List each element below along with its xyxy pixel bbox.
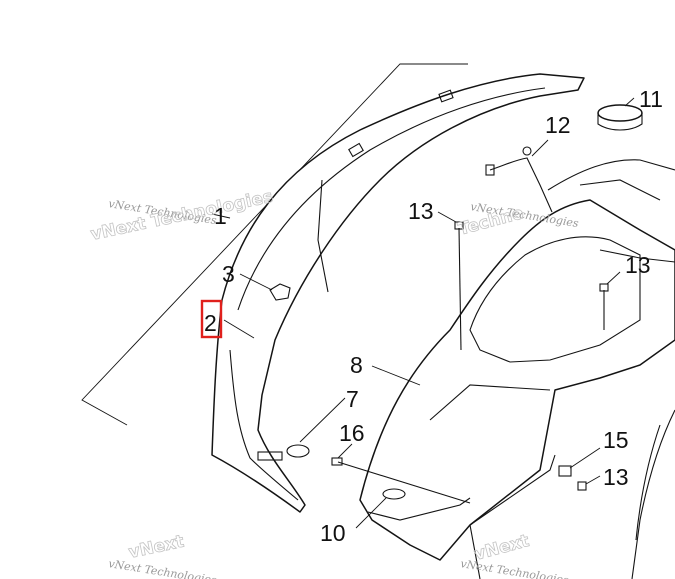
nose-cone-opening	[469, 236, 641, 363]
fill-cap-part-11	[597, 104, 643, 122]
panel-crease	[317, 179, 329, 293]
side-panel-part-2	[211, 73, 585, 513]
fill-cap-rim	[597, 113, 643, 131]
callout-2-highlight	[200, 299, 223, 339]
panel-fold-line	[229, 349, 299, 501]
leader-7	[299, 397, 346, 443]
leader-13b	[606, 271, 621, 285]
oval-grommet-part-7	[286, 444, 310, 458]
callout-10[interactable]: 10	[320, 520, 346, 546]
panel-clip-b	[438, 89, 454, 103]
rod-part-16	[337, 461, 471, 504]
watermark-bottom-left: vNext Technologies	[108, 557, 218, 579]
rod-end-16	[331, 457, 343, 466]
hood-frame	[547, 159, 675, 263]
harness-connector	[485, 164, 495, 176]
emblem-part-10	[382, 488, 406, 500]
panel-grommet-part-3	[269, 283, 291, 301]
watermark-large-bottom-left: vNext	[127, 532, 186, 563]
callout-12[interactable]: 12	[545, 112, 571, 138]
callout-16[interactable]: 16	[339, 420, 365, 446]
leader-16	[337, 443, 353, 459]
callout-13-lower[interactable]: 13	[603, 464, 629, 490]
lower-bracket	[469, 454, 556, 579]
leader-8	[371, 365, 421, 386]
assembly-bracket	[81, 63, 468, 426]
leader-1	[211, 213, 231, 219]
callout-15[interactable]: 15	[603, 427, 629, 453]
callout-7[interactable]: 7	[346, 386, 359, 412]
screw-head-13-right	[599, 283, 609, 292]
panel-clip-a	[348, 142, 364, 158]
leader-13a	[437, 211, 457, 223]
harness-plug	[522, 146, 532, 156]
callout-1[interactable]: 1	[214, 203, 227, 229]
callout-13-left[interactable]: 13	[408, 198, 434, 224]
callout-3[interactable]: 3	[222, 261, 235, 287]
side-trim-edge	[631, 409, 675, 579]
leader-13c	[585, 475, 601, 485]
callout-8[interactable]: 8	[350, 352, 363, 378]
clip-part-15	[558, 465, 572, 477]
wire-harness-part-12	[489, 157, 553, 213]
callout-11[interactable]: 11	[639, 86, 663, 112]
nose-cone-part-8	[359, 199, 675, 561]
screw-head-13-left	[454, 221, 464, 230]
nose-cone-ridge	[429, 384, 551, 421]
leader-2	[223, 319, 255, 339]
screw-part-13-lower	[577, 481, 587, 491]
callout-13-right[interactable]: 13	[625, 252, 651, 278]
callout-2[interactable]: 2	[204, 310, 217, 336]
screw-part-13-left	[458, 227, 462, 351]
leader-3	[239, 273, 273, 291]
leader-10	[355, 497, 387, 529]
watermark-large-bottom-right: vNext	[472, 531, 531, 565]
leader-15	[569, 447, 601, 469]
leader-11	[624, 97, 635, 107]
panel-clip-c	[257, 451, 283, 461]
leader-12	[531, 139, 549, 157]
panel-inner-edge	[237, 87, 546, 311]
